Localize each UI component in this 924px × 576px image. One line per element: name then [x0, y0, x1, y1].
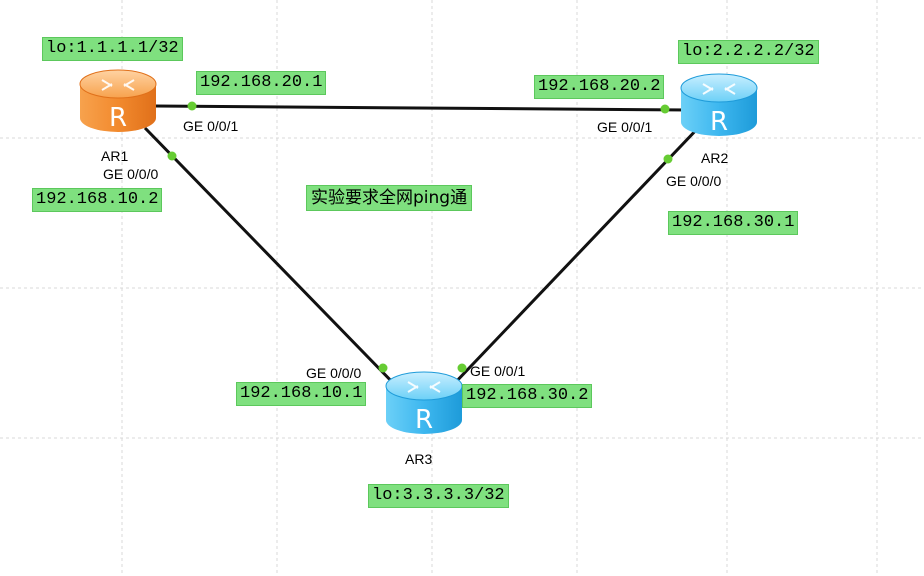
port-dot-ar3-g001[interactable]	[457, 363, 467, 373]
ar2-g001-ip: 192.168.20.2	[534, 75, 665, 99]
ar1-loopback-label: lo:1.1.1.1/32	[42, 37, 183, 61]
ar3-loopback-label: lo:3.3.3.3/32	[368, 484, 509, 508]
ar3-g000-ip: 192.168.10.1	[236, 382, 367, 406]
svg-text:R: R	[710, 107, 728, 137]
ar3-g000-port: GE 0/0/0	[306, 365, 362, 381]
ar1-name: AR1	[101, 148, 129, 164]
ar3-g001-port: GE 0/0/1	[470, 363, 526, 379]
requirement-note: 实验要求全网ping通	[306, 185, 473, 211]
link-ar1-ar2[interactable]	[154, 104, 691, 112]
ar1-g001-ip: 192.168.20.1	[196, 71, 327, 95]
port-dot-ar3-g000[interactable]	[378, 363, 388, 373]
link-ar2-ar3[interactable]	[450, 124, 702, 388]
ar3-g001-ip: 192.168.30.2	[462, 384, 593, 408]
port-dot-ar1-g001[interactable]	[187, 101, 197, 111]
router-ar3-icon[interactable]: R	[385, 371, 463, 435]
ar2-g000-ip: 192.168.30.1	[668, 211, 799, 235]
port-dot-ar2-g001[interactable]	[660, 104, 670, 114]
port-dot-ar2-g000[interactable]	[663, 154, 673, 164]
ar2-loopback-label: lo:2.2.2.2/32	[678, 40, 819, 64]
ar3-name: AR3	[405, 451, 433, 467]
svg-text:R: R	[109, 103, 127, 133]
svg-text:R: R	[415, 405, 433, 435]
ar2-name: AR2	[701, 150, 729, 166]
port-dot-ar1-g000[interactable]	[167, 151, 177, 161]
ar2-g001-port: GE 0/0/1	[597, 119, 653, 135]
ar1-g000-port: GE 0/0/0	[103, 166, 159, 182]
router-ar2-icon[interactable]: R	[680, 73, 758, 137]
router-ar1-icon[interactable]: R	[79, 69, 157, 133]
link-ar1-ar3[interactable]	[143, 126, 402, 392]
ar2-g000-port: GE 0/0/0	[666, 173, 722, 189]
ar1-g000-ip: 192.168.10.2	[32, 188, 163, 212]
ar1-g001-port: GE 0/0/1	[183, 118, 239, 134]
